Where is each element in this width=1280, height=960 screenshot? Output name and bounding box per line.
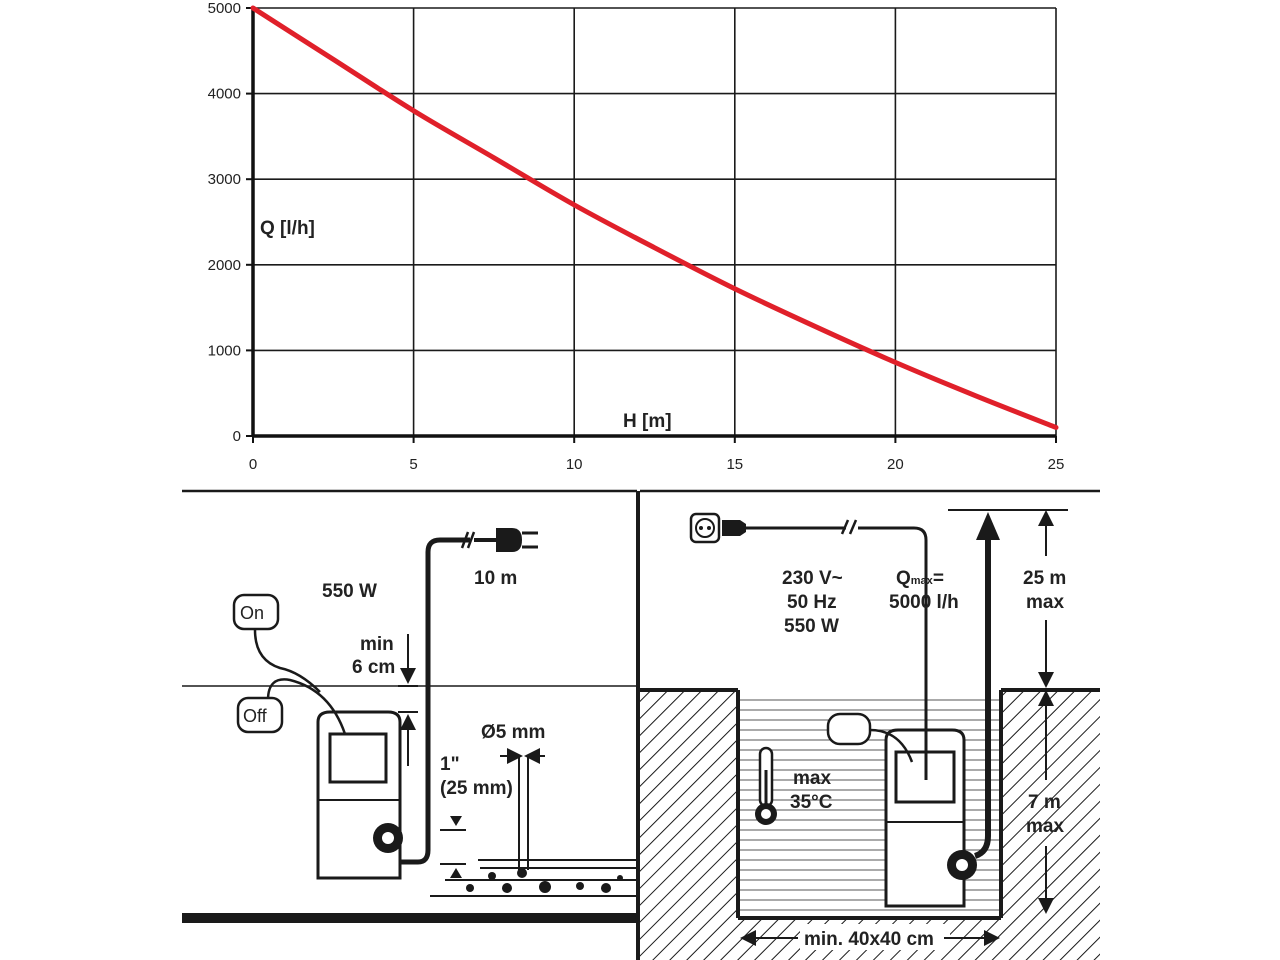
y-tick-label-2000: 2000 <box>208 257 241 274</box>
outlet-hose-left <box>400 537 470 865</box>
head-label-1: 25 m <box>1023 568 1066 589</box>
flow-curve <box>250 5 1059 430</box>
ground-left <box>640 690 738 960</box>
outlet-label-1: 1" <box>440 754 460 775</box>
qmax-label: Qmax= <box>896 568 944 589</box>
temp-label-2: 35°C <box>790 792 833 813</box>
socket-icon <box>689 512 746 544</box>
outlet-pipe-right <box>973 538 991 859</box>
x-axis-label: H [m] <box>623 411 672 432</box>
y-tick-labels: 0 1000 2000 3000 4000 5000 <box>208 0 253 445</box>
ground-right <box>1001 690 1100 960</box>
frequency-label: 50 Hz <box>787 592 837 613</box>
y-tick-label-4000: 4000 <box>208 86 241 103</box>
y-tick-label-3000: 3000 <box>208 171 241 188</box>
power-plug-icon <box>460 528 538 552</box>
install-right: 230 V~ 50 Hz 550 W Qmax= 5000 l/h 25 m m… <box>640 489 1100 960</box>
install-left: On Off 550 W 10 m min 6 <box>182 489 637 923</box>
power-cable-right <box>746 526 928 780</box>
x-tick-label-25: 25 <box>1048 456 1065 473</box>
grid-vertical <box>252 8 1057 436</box>
shaft-size-label: min. 40x40 cm <box>804 929 934 950</box>
temp-label-1: max <box>793 768 831 789</box>
x-tick-label-5: 5 <box>409 456 417 473</box>
particle-size-label: Ø5 mm <box>481 722 545 743</box>
switch-off-badge: Off <box>236 696 284 734</box>
pump-right <box>884 728 977 908</box>
sediment-layer <box>430 859 637 897</box>
power-label-left: 550 W <box>322 581 377 602</box>
depth-label-2: max <box>1026 816 1064 837</box>
y-axis-label: Q [l/h] <box>260 218 315 239</box>
performance-chart: 0 5 10 15 20 25 0 1000 2000 3000 4000 5000 Q [l/h]… <box>208 0 1065 473</box>
pump-left <box>316 710 403 880</box>
thermometer-icon <box>755 746 777 825</box>
x-tick-labels: 0 5 10 15 20 25 <box>249 436 1065 473</box>
cable-length-label: 10 m <box>474 568 517 589</box>
particle-dimension <box>500 748 545 870</box>
min-depth-dimension <box>398 634 418 766</box>
voltage-label: 230 V~ <box>782 568 843 589</box>
x-tick-label-10: 10 <box>566 456 583 473</box>
x-tick-label-20: 20 <box>887 456 904 473</box>
floor-slab <box>182 913 637 923</box>
outlet-label-2: (25 mm) <box>440 778 513 799</box>
outlet-dimension <box>440 816 466 878</box>
y-tick-label-0: 0 <box>233 428 241 445</box>
min-depth-label-2: 6 cm <box>352 657 395 678</box>
svg-text:Off: Off <box>243 706 268 726</box>
y-tick-label-5000: 5000 <box>208 0 241 17</box>
float-switch-icon <box>826 712 914 763</box>
min-depth-label-1: min <box>360 634 394 655</box>
depth-label-1: 7 m <box>1028 792 1061 813</box>
float-switch-cable <box>253 629 347 735</box>
power-label-right: 550 W <box>784 616 839 637</box>
grid-horizontal <box>253 7 1056 437</box>
flow-arrow-icon <box>976 512 1000 540</box>
y-tick-label-1000: 1000 <box>208 342 241 359</box>
x-tick-label-0: 0 <box>249 456 257 473</box>
switch-on-badge: On <box>232 593 280 631</box>
svg-text:On: On <box>240 603 264 623</box>
x-tick-label-15: 15 <box>726 456 743 473</box>
head-dimension <box>948 509 1068 688</box>
head-label-2: max <box>1026 592 1064 613</box>
qmax-value: 5000 l/h <box>889 592 959 613</box>
